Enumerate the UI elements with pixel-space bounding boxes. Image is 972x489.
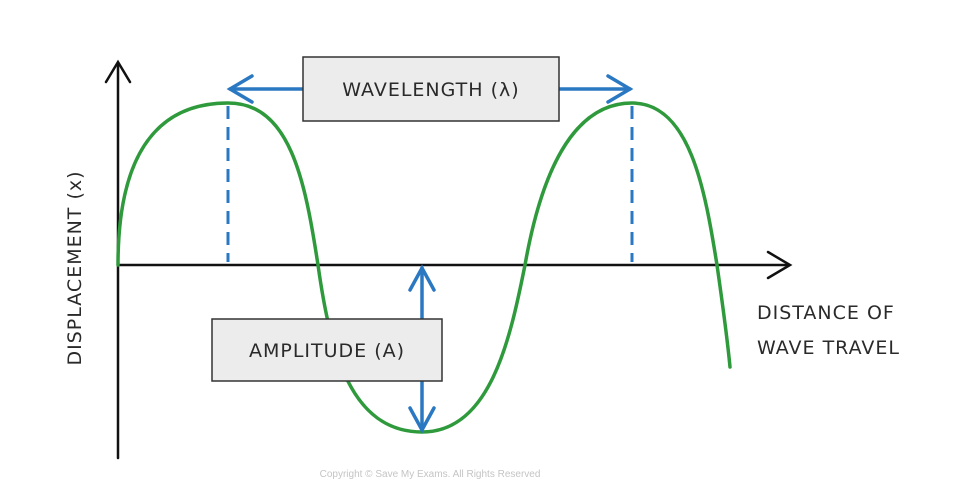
amplitude-label-box: AMPLITUDE (A) bbox=[211, 318, 443, 382]
copyright-text: Copyright © Save My Exams. All Rights Re… bbox=[320, 469, 541, 480]
peak-dashed-lines bbox=[226, 106, 634, 262]
x-axis-label-line1: DISTANCE OF bbox=[757, 302, 895, 324]
wavelength-label-box: WAVELENGTH (λ) bbox=[302, 56, 560, 122]
wave-curve bbox=[116, 101, 732, 434]
y-axis-label: DISPLACEMENT (x) bbox=[64, 170, 86, 365]
amplitude-label: AMPLITUDE (A) bbox=[249, 340, 405, 362]
x-axis-label-line2: WAVE TRAVEL bbox=[757, 337, 900, 359]
x-axis bbox=[116, 250, 793, 280]
wavelength-label: WAVELENGTH (λ) bbox=[342, 79, 519, 101]
